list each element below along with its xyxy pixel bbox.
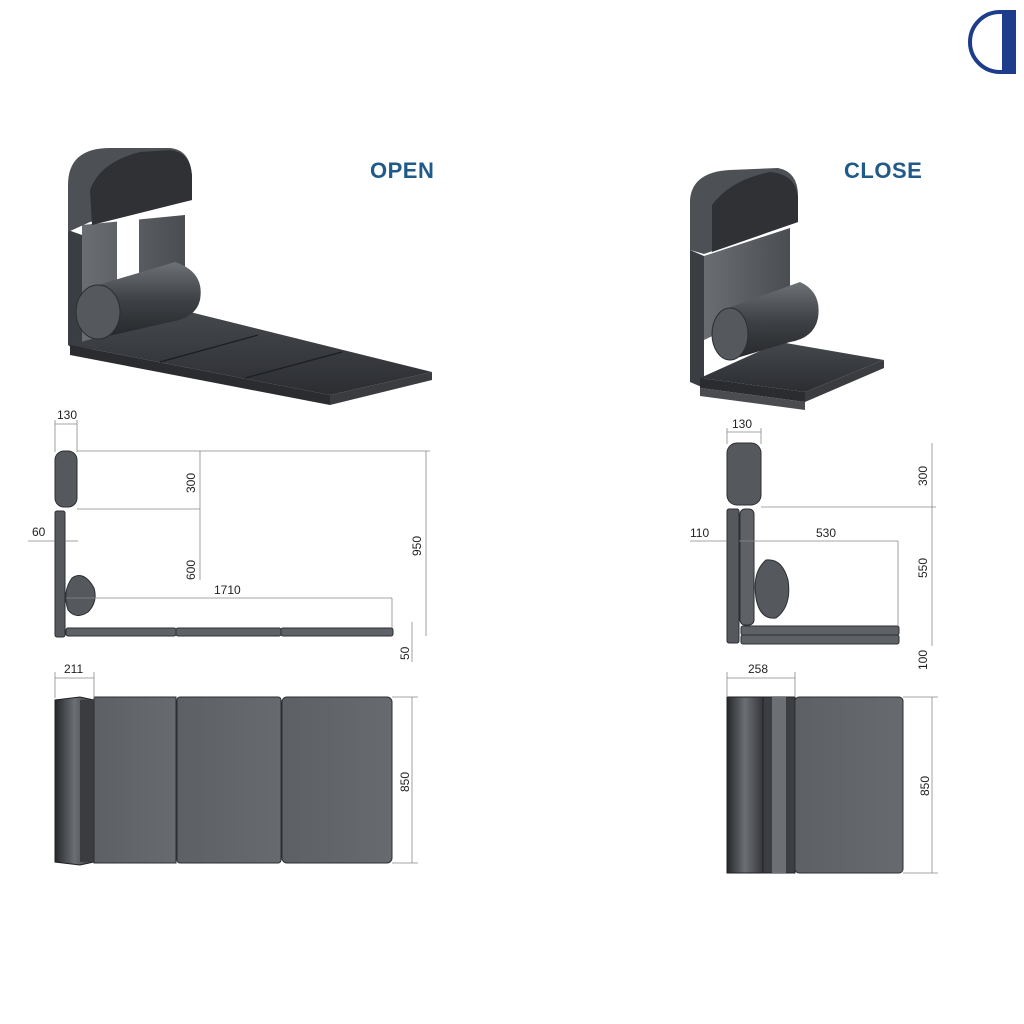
dim-open-850: 850: [398, 772, 412, 792]
dim-open-950: 950: [410, 536, 424, 556]
dim-close-100: 100: [916, 650, 930, 670]
dim-open-211: 211: [64, 662, 83, 676]
dim-open-300: 300: [184, 473, 198, 493]
open-plan-dimensions: 211 850: [54, 662, 418, 864]
open-side-view: [54, 450, 394, 638]
close-plan-dimensions: 258 850: [726, 662, 938, 874]
dim-close-130: 130: [732, 417, 752, 431]
dim-close-550: 550: [916, 558, 930, 578]
close-3d-render: [690, 168, 884, 410]
dim-close-110: 110: [690, 526, 709, 540]
open-plan-view: [54, 696, 393, 866]
close-side-view: [726, 442, 900, 645]
dim-open-50: 50: [398, 646, 412, 660]
dim-close-258: 258: [748, 662, 768, 676]
open-3d-render: [68, 148, 432, 405]
open-side-dimensions: 130 300 600 950 60 1710 50: [28, 408, 430, 662]
close-plan-view: [726, 696, 904, 874]
close-label: CLOSE: [844, 158, 922, 183]
dim-close-530: 530: [816, 526, 836, 540]
dim-open-600: 600: [184, 560, 198, 580]
open-label: OPEN: [370, 158, 434, 183]
dim-close-300: 300: [916, 466, 930, 486]
dim-open-1710: 1710: [214, 583, 241, 597]
dim-open-60: 60: [32, 525, 46, 539]
dim-open-130: 130: [57, 408, 77, 422]
brand-logo: [968, 10, 1016, 74]
close-side-dimensions: 130 300 550 100 110 530: [690, 417, 936, 670]
dim-close-850: 850: [918, 776, 932, 796]
